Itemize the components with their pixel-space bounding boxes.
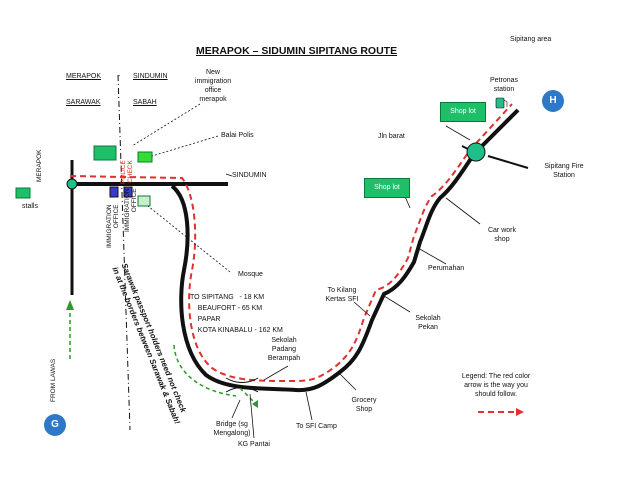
state-sabah: SABAH	[133, 99, 157, 106]
police-check-label: POLICE CHECK	[120, 160, 134, 184]
bridge-label: Bridge (sg Mengalong)	[213, 421, 251, 437]
immigration-office-1-label: IMMIGRATION OFFICE	[106, 204, 120, 248]
border-left-label: MERAPOK	[66, 73, 102, 80]
pointer-sekolah-padang	[263, 365, 289, 381]
state-sarawak: SARAWAK	[66, 99, 101, 106]
pointer-grocery	[339, 373, 357, 391]
legend-arrow-head	[516, 408, 524, 416]
immigration-office-2-label: IMMIGRATION OFFICE	[124, 188, 138, 232]
immigration-office-right	[123, 186, 133, 198]
kg-pantai-label: KG Pantai	[238, 441, 270, 448]
shop-lot-top: Shop lot	[440, 102, 486, 122]
main-road	[170, 108, 520, 393]
pointer-car-work	[445, 197, 481, 225]
pointer-mosque	[147, 205, 231, 273]
mosque-label: Mosque	[238, 271, 263, 278]
balai-polis-label: Balai Polis	[221, 132, 254, 139]
immigration-office-left	[109, 186, 119, 198]
green-path-bridge	[173, 344, 237, 397]
recommended-route	[69, 103, 513, 383]
pointer-kg-pantai	[249, 393, 255, 439]
pointer-sfi-camp	[305, 391, 313, 421]
pointer-kilang	[353, 301, 371, 317]
arrow-bridge	[252, 400, 258, 408]
pointer-sekolah-pekan	[383, 295, 411, 313]
bridge-mark-2	[225, 387, 259, 393]
border-dash: -	[118, 73, 121, 80]
sekolah-padang-label: Sekolah Padang Berampah	[267, 337, 301, 362]
petrol-pump-icon	[495, 97, 508, 109]
pointer-perumahan	[417, 247, 447, 265]
new-immigration-office-building	[93, 145, 117, 161]
roundabout-sipitang	[466, 142, 486, 162]
mosque-building	[137, 195, 151, 207]
distances-label: TO SIPITANG - 18 KM BEAUFORT - 65 KM PAP…	[190, 294, 283, 334]
stalls-building	[15, 187, 31, 199]
bridge-mark	[225, 377, 259, 383]
sekolah-pekan-label: Sekolah Pekan	[415, 315, 441, 331]
kilang-label: To Kilang Kertas SFI	[325, 287, 359, 303]
shop-lot-middle: Shop lot	[364, 178, 410, 198]
perumahan-label: Perumahan	[428, 265, 465, 272]
fire-station-label: Sipitang Fire Station	[544, 163, 584, 179]
start-badge: G	[44, 414, 66, 436]
page-title: MERAPOK – SIDUMIN SIPITANG ROUTE	[196, 45, 398, 57]
grocery-label: Grocery Shop	[351, 397, 377, 413]
car-work-label: Car work shop	[487, 227, 516, 243]
petronas-label: Petronas station	[489, 77, 519, 93]
pointer-bridge	[231, 399, 241, 419]
junction-merapok	[66, 178, 78, 190]
arrow-up-lawas	[66, 300, 74, 310]
from-lawas-label: FROM LAWAS	[50, 358, 57, 402]
new-immigration-office-label: New immigration office merapok	[194, 69, 232, 103]
stalls-label: stalls	[22, 203, 38, 210]
sindumin-label: SINDUMIN	[232, 172, 267, 179]
road-to-fire-station	[487, 155, 529, 169]
end-badge: H	[542, 90, 564, 112]
pointer-shop-lot-top	[445, 125, 471, 141]
sfi-camp-label: To SFI Camp	[296, 423, 337, 430]
merapok-side-label: MERAPOK	[36, 149, 43, 182]
pointer-balai-polis	[151, 135, 219, 157]
police-building	[137, 151, 153, 163]
border-right-label: SINDUMIN	[133, 73, 168, 80]
legend-text: Legend: The red color arrow is the way y…	[461, 373, 531, 398]
jln-barat-label: Jln barat	[378, 133, 405, 140]
green-path-bridge-2	[239, 387, 257, 405]
area-label: Sipitang area	[510, 36, 552, 43]
pointer-sindumin	[225, 173, 233, 177]
pointer-new-office	[131, 103, 201, 147]
state-border-line	[117, 74, 131, 431]
